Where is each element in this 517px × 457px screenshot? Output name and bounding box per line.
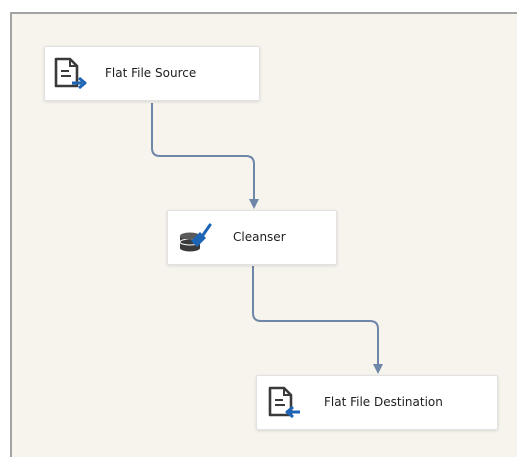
node-label: Flat File Source (105, 66, 197, 80)
flat-file-source-component[interactable]: Flat File Source (44, 46, 260, 101)
flat-file-source-icon (54, 57, 87, 90)
node-label: Cleanser (233, 230, 286, 244)
cleanser-broom-icon (179, 223, 212, 252)
node-label: Flat File Destination (324, 395, 443, 409)
flat-file-destination-icon (268, 386, 300, 419)
cleanser-component[interactable]: Cleanser (167, 210, 337, 265)
flat-file-destination-component[interactable]: Flat File Destination (256, 375, 498, 430)
